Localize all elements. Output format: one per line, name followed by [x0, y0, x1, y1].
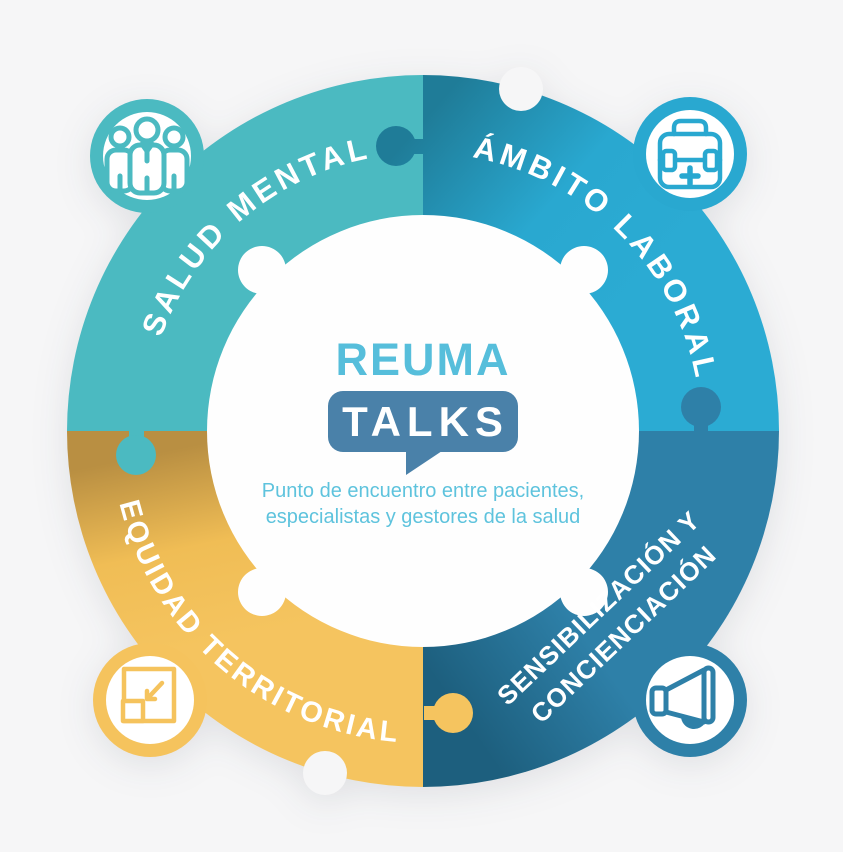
brand-talks: TALKS	[342, 398, 509, 445]
brand-reuma: REUMA	[335, 334, 511, 385]
badge-equidad-territorial	[93, 643, 207, 757]
center-logo: REUMA TALKS Punto de encuentro entre pac…	[213, 337, 633, 530]
inner-bump-top-right	[560, 246, 608, 294]
badge-ambito-laboral	[633, 97, 747, 211]
speech-bubble-tail-icon	[406, 451, 442, 475]
inner-bump-top-left	[238, 246, 286, 294]
inner-bump-bottom-right	[560, 568, 608, 616]
badge-sensibilizacion	[633, 643, 747, 757]
first-aid-kit-icon	[657, 118, 723, 190]
outer-notch-cyan	[499, 67, 543, 111]
inner-bump-bottom-left	[238, 568, 286, 616]
puzzle-tab-cyan	[376, 126, 425, 166]
shrink-scale-icon	[120, 666, 177, 724]
puzzle-tab-yellow	[424, 693, 473, 733]
outer-notch-yellow	[303, 751, 347, 795]
tagline-line1: Punto de encuentro entre pacientes,	[261, 480, 585, 502]
megaphone-icon	[649, 665, 716, 729]
puzzle-tab-teal	[116, 429, 156, 475]
tagline-line2: especialistas y gestores de la salud	[265, 506, 581, 528]
badge-salud-mental	[90, 99, 204, 213]
puzzle-tab-blue	[681, 387, 721, 432]
tagline: Punto de encuentro entre pacientes, espe…	[213, 478, 633, 530]
people-group-icon	[104, 116, 190, 196]
brand-talks-bubble: TALKS	[328, 391, 518, 475]
